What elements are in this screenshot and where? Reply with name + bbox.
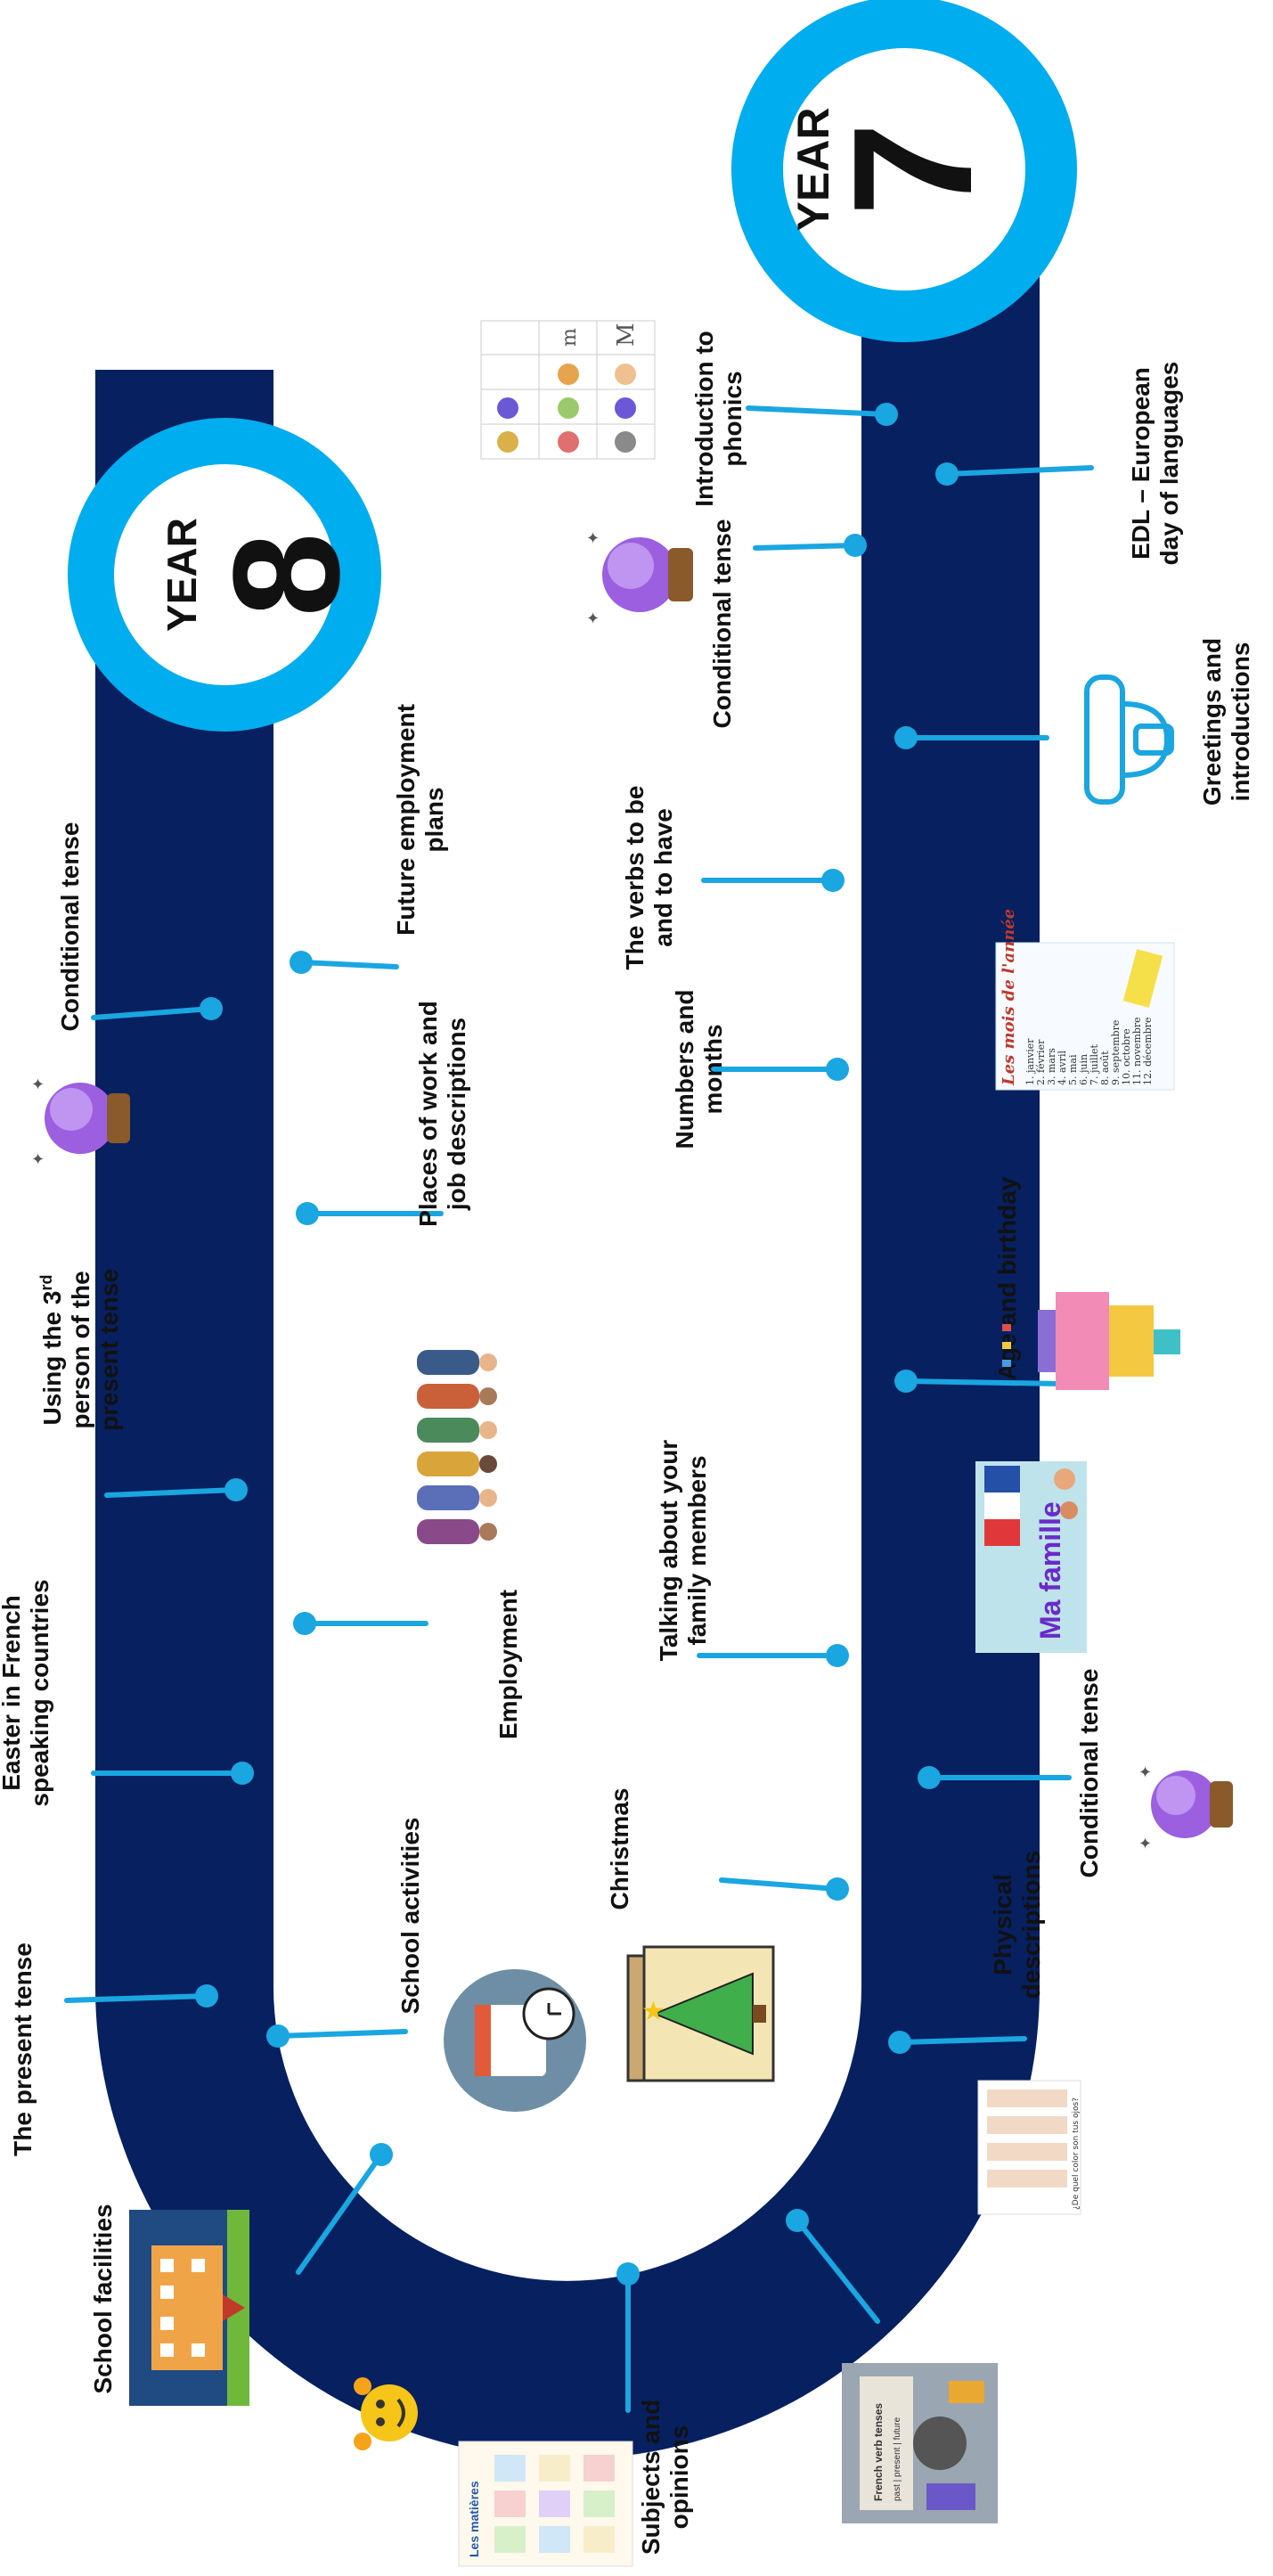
topic-employment: Employment	[293, 1590, 522, 1739]
svg-text:1. janvier: 1. janvier	[1024, 1038, 1036, 1085]
topic-christmas: Christmas	[606, 1788, 849, 1910]
svg-text:¿De quel color son tus ojos?: ¿De quel color son tus ojos?	[1072, 2098, 1081, 2210]
svg-text:The verbs to beand to have: The verbs to beand to have	[621, 786, 677, 970]
svg-text:Introduction tophonics: Introduction tophonics	[690, 331, 747, 507]
topic-easter: Easter in Frenchspeaking countries	[0, 1579, 254, 1807]
svg-text:✦: ✦	[31, 1150, 45, 1169]
topic-physical-descriptions: Physicaldescriptions	[888, 1851, 1045, 2054]
subjects-chart-image: Les matières	[458, 2441, 633, 2567]
people-group-image	[399, 1341, 497, 1555]
svg-text:Places of work andjob descript: Places of work andjob descriptions	[414, 1001, 470, 1227]
svg-text:Greetings andintroductions: Greetings andintroductions	[1198, 638, 1254, 806]
svg-text:Les mois de l'année: Les mois de l'année	[1000, 909, 1018, 1086]
topic-third-person-present: Using the 3rd person of thepresent tense	[37, 1269, 248, 1501]
svg-text:5. mai: 5. mai	[1067, 1054, 1079, 1085]
year-8-badge: YEAR 8	[68, 418, 381, 732]
school-building-image	[129, 2210, 249, 2406]
months-card-image: Les mois de l'année 1. janvier 2. févrie…	[995, 909, 1175, 1091]
svg-text:✦: ✦	[1138, 1835, 1152, 1853]
svg-text:past | present | future: past | present | future	[893, 2417, 902, 2501]
year-7-number: 7	[819, 122, 1008, 217]
svg-text:Age and birthday: Age and birthday	[993, 1176, 1021, 1380]
svg-text:Conditional tense: Conditional tense	[1075, 1669, 1103, 1878]
timeline-track	[95, 151, 1040, 2459]
svg-text:4. avril: 4. avril	[1057, 1050, 1068, 1085]
topic-edl-european-day-of-languages: EDL – Europeanday of languages	[935, 362, 1183, 566]
svg-text:11. novembre: 11. novembre	[1131, 1017, 1143, 1085]
svg-text:School facilities: School facilities	[89, 2204, 117, 2393]
svg-text:M: M	[613, 323, 640, 347]
year-7-word: YEAR	[788, 108, 838, 232]
svg-text:✦: ✦	[1138, 1763, 1152, 1782]
svg-text:✦: ✦	[586, 609, 600, 628]
topic-introduction-to-phonics: Introduction tophonics	[690, 331, 898, 507]
svg-text:Conditional tense: Conditional tense	[56, 822, 84, 1032]
svg-text:m: m	[559, 328, 581, 347]
svg-text:The present tense: The present tense	[9, 1942, 37, 2156]
topic-school-activities: School activities	[266, 1818, 424, 2048]
topic-school-facilities: School facilities	[89, 2143, 393, 2394]
year-7-badge: YEAR 7	[731, 0, 1077, 342]
svg-text:8. août: 8. août	[1099, 1051, 1111, 1085]
topic-conditional-tense-y8: Conditional tense	[56, 822, 223, 1032]
svg-text:✦: ✦	[586, 529, 600, 548]
svg-text:Conditional tense: Conditional tense	[708, 519, 736, 729]
svg-text:12. décembre: 12. décembre	[1142, 1018, 1154, 1085]
birthday-cake-image	[1002, 1292, 1180, 1390]
handshake-icon	[1084, 675, 1174, 805]
svg-text:Numbers andmonths: Numbers andmonths	[671, 990, 727, 1149]
svg-text:French verb tenses: French verb tenses	[872, 2403, 885, 2501]
svg-text:★: ★	[641, 1996, 665, 2027]
topic-places-of-work: Places of work andjob descriptions	[296, 1001, 470, 1227]
svg-text:Talking about yourfamily membe: Talking about yourfamily members	[655, 1440, 711, 1661]
svg-text:School activities: School activities	[396, 1818, 424, 2015]
svg-text:6. juin: 6. juin	[1078, 1054, 1089, 1085]
svg-text:person of thepresent tense: person of thepresent tense	[67, 1269, 123, 1431]
svg-text:Employment: Employment	[494, 1590, 522, 1739]
christmas-card-image: ★	[626, 1945, 775, 2082]
svg-text:EDL – Europeanday of languages: EDL – Europeanday of languages	[1127, 362, 1183, 566]
eyes-worksheet-image: ¿De quel color son tus ojos?	[977, 2080, 1081, 2215]
topic-conditional-tense-y7-2: Conditional tense	[918, 1669, 1103, 1878]
svg-text:Easter in Frenchspeaking count: Easter in Frenchspeaking countries	[0, 1579, 53, 1806]
topic-subjects-and-opinions: Subjects andopinions	[616, 2262, 693, 2555]
svg-text:Ma famille: Ma famille	[1034, 1501, 1066, 1640]
ma-famille-image: Ma famille	[975, 1461, 1087, 1653]
svg-text:Christmas: Christmas	[606, 1788, 633, 1910]
svg-text:2. février: 2. février	[1035, 1039, 1047, 1085]
topic-numbers-and-months: Numbers andmonths	[671, 990, 849, 1149]
smiley-thumbs-icon	[354, 2377, 418, 2450]
year-8-number: 8	[202, 533, 371, 617]
svg-text:Physicaldescriptions: Physicaldescriptions	[989, 1851, 1045, 1999]
phonics-grid-image: M m	[480, 320, 656, 460]
svg-text:✦: ✦	[31, 1075, 45, 1094]
svg-text:9. septembre: 9. septembre	[1110, 1020, 1122, 1085]
svg-text:Subjects andopinions: Subjects andopinions	[637, 2400, 693, 2555]
svg-text:10. octobre: 10. octobre	[1121, 1028, 1132, 1085]
crystal-ball-icon: ✦ ✦	[1138, 1763, 1233, 1853]
svg-text:Les matières: Les matières	[467, 2481, 481, 2557]
topic-conditional-tense-y7-1: Conditional tense	[708, 519, 867, 729]
topic-present-tense: The present tense	[9, 1942, 218, 2156]
crystal-ball-icon: ✦ ✦	[31, 1075, 130, 1169]
svg-text:Future employmentplans: Future employmentplans	[392, 704, 448, 936]
topic-verbs-to-be-and-to-have: The verbs to beand to have	[621, 786, 845, 970]
svg-text:3. mars: 3. mars	[1046, 1048, 1057, 1085]
connector-tenses-poster	[786, 2209, 880, 2324]
crystal-ball-icon: ✦ ✦	[586, 529, 693, 628]
verb-tenses-poster-image: French verb tenses past | present | futu…	[842, 2363, 998, 2523]
calendar-clock-icon	[444, 1969, 586, 2112]
topic-age-and-birthday: Age and birthday	[894, 1176, 1063, 1393]
topic-future-employment-plans: Future employmentplans	[290, 704, 448, 974]
topic-talking-about-family: Talking about yourfamily members	[655, 1440, 849, 1667]
svg-text:Using the 3rd: Using the 3rd	[37, 1275, 66, 1426]
year-8-word: YEAR	[159, 518, 205, 632]
svg-text:7. juillet: 7. juillet	[1089, 1043, 1100, 1085]
topic-greetings-and-introductions: Greetings andintroductions	[894, 638, 1254, 806]
